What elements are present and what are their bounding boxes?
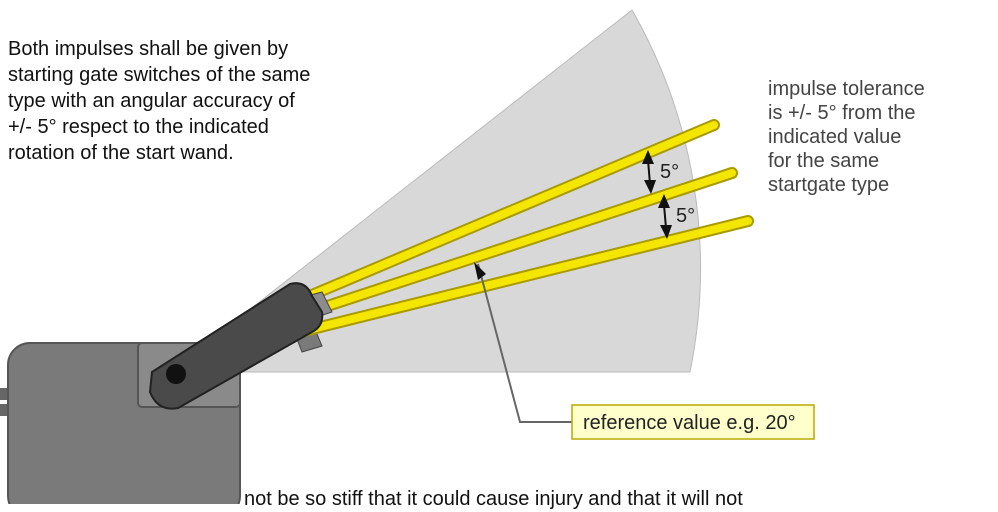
tolerance-line: indicated value — [768, 126, 902, 148]
angle-arrow-upper — [642, 150, 656, 194]
wand-reference — [294, 167, 738, 321]
angle-arrow-lower — [658, 194, 672, 239]
tolerance-line: impulse tolerance — [768, 78, 925, 100]
description-line: rotation of the start wand. — [8, 142, 234, 164]
wand-lower-tolerance — [294, 215, 754, 338]
wand-grip — [148, 282, 324, 410]
description-line: Both impulses shall be given by — [8, 38, 289, 60]
description-line: +/- 5° respect to the indicated — [8, 116, 269, 138]
tolerance-line: is +/- 5° from the — [768, 102, 916, 124]
description-line: type with an angular accuracy of — [8, 90, 295, 112]
wand-upper-tolerance — [294, 119, 720, 306]
bottom-text-fragment: not be so stiff that it could cause inju… — [244, 488, 743, 510]
angle-label-upper: 5° — [660, 161, 679, 183]
description-line: starting gate switches of the same — [8, 64, 311, 86]
tolerance-line: startgate type — [768, 174, 890, 196]
tolerance-note: impulse tolerance is +/- 5° from the ind… — [768, 77, 998, 197]
angle-label-lower: 5° — [676, 205, 695, 227]
tolerance-line: for the same — [768, 150, 880, 172]
reference-label-box — [571, 404, 815, 440]
reference-pointer — [474, 262, 572, 423]
reference-label: reference value e.g. 20° — [583, 412, 796, 434]
description-text: Both impulses shall be given by starting… — [8, 36, 348, 166]
